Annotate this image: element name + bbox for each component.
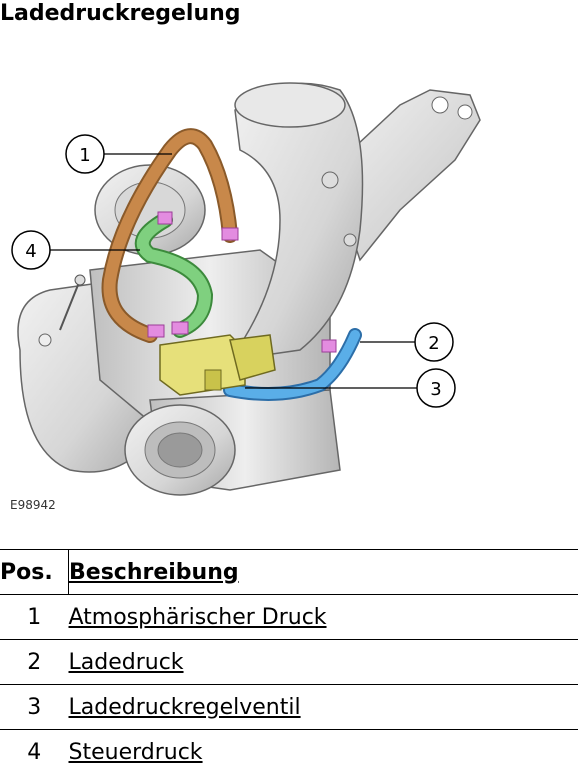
page-title: Ladedruckregelung [0,0,241,28]
callout-4: 4 [12,231,50,269]
table-row: 3 Ladedruckregelventil [0,685,578,730]
row-pos: 2 [0,640,69,685]
legend-table: Pos. Beschreibung 1 Atmosphärischer Druc… [0,549,578,774]
callout-1: 1 [66,135,104,173]
table-row: 1 Atmosphärischer Druck [0,595,578,640]
pos-header: Pos. [0,550,69,595]
svg-text:4: 4 [25,241,36,262]
svg-text:2: 2 [428,333,439,354]
description-header[interactable]: Beschreibung [69,550,578,595]
row-description-link[interactable]: Ladedruck [69,650,184,675]
row-description-link[interactable]: Ladedruckregelventil [69,695,301,720]
row-pos: 1 [0,595,69,640]
figure-id: E98942 [10,498,56,512]
row-description-link[interactable]: Steuerdruck [69,740,203,765]
table-row: 4 Steuerdruck [0,730,578,774]
row-pos: 4 [0,730,69,774]
outlet-flange [125,390,340,495]
svg-text:1: 1 [79,145,90,166]
table-row: 2 Ladedruck [0,640,578,685]
callout-2: 2 [415,323,453,361]
callout-3: 3 [417,369,455,407]
row-pos: 3 [0,685,69,730]
legend-header-row: Pos. Beschreibung [0,550,578,595]
row-description-link[interactable]: Atmosphärischer Druck [69,605,327,630]
turbocharger-illustration: 1 4 2 3 [0,50,578,530]
svg-text:3: 3 [430,379,441,400]
